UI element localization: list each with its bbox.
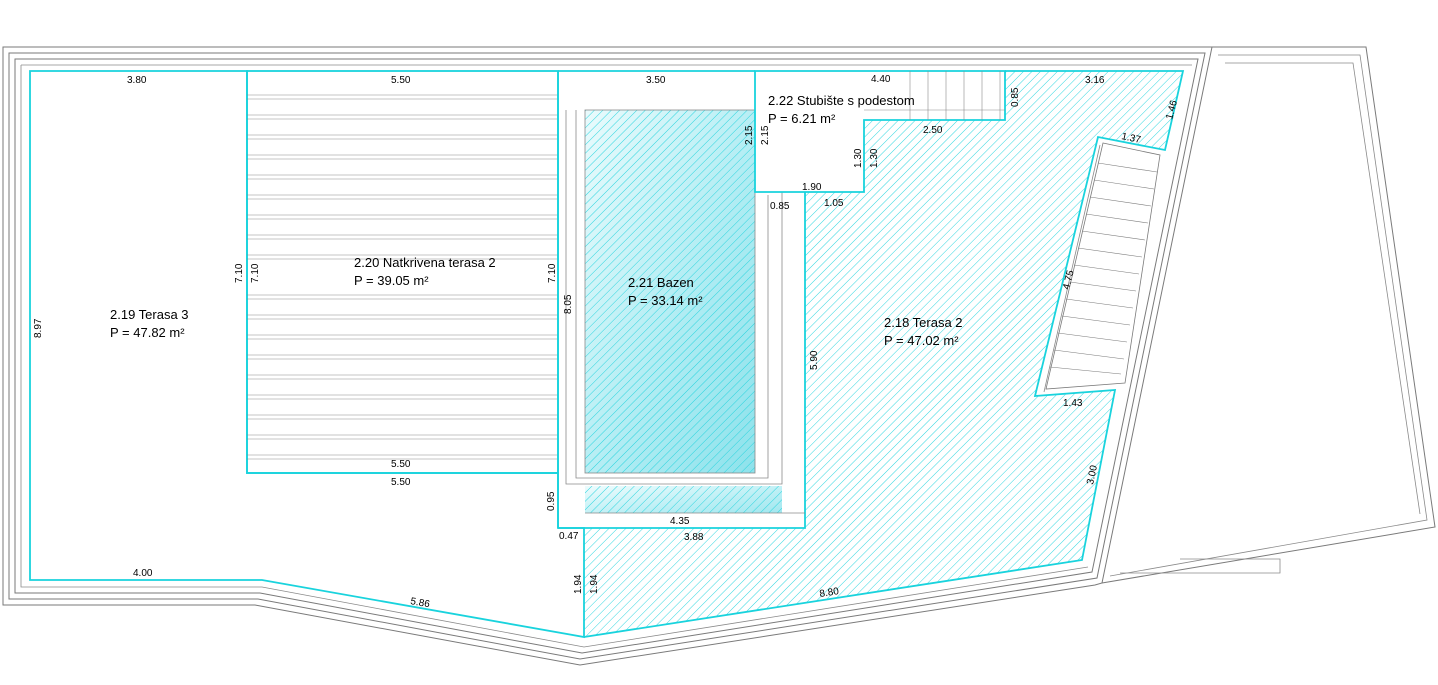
dim-top-350: 3.50 (646, 75, 666, 86)
dim-stair-250: 2.50 (923, 125, 943, 136)
right-staircase (1045, 142, 1161, 390)
dim-cov-550b: 5.50 (391, 459, 411, 470)
terasa-2-area: P = 47.02 m² (884, 333, 959, 348)
dim-stair-215b: 2.15 (760, 125, 771, 145)
dim-pool-388: 3.88 (684, 532, 704, 543)
dim-stair-130a: 1.30 (853, 148, 864, 168)
building-outline (2, 46, 1436, 666)
dim-top-380: 3.80 (127, 75, 147, 86)
dim-stair-085: 0.85 (1010, 87, 1021, 107)
room-bazen (565, 109, 805, 514)
room-terasa-2 (557, 70, 1185, 638)
dim-top-550: 5.50 (391, 75, 411, 86)
dim-pool-085: 0.85 (770, 201, 790, 212)
bazen-area: P = 33.14 m² (628, 293, 703, 308)
dim-bot-400: 4.00 (133, 568, 153, 579)
dim-right-143: 1.43 (1063, 398, 1083, 409)
dim-cov-710a: 7.10 (234, 263, 245, 283)
dim-bot-880: 8.80 (819, 586, 840, 600)
dim-cov-710c: 7.10 (547, 263, 558, 283)
dim-left-897: 8.97 (33, 318, 44, 338)
dim-bot-586: 5.86 (409, 596, 431, 610)
dim-top-316: 3.16 (1085, 75, 1105, 86)
bazen-name: 2.21 Bazen (628, 275, 694, 290)
dimension-labels: 3.80 5.50 3.50 4.40 3.16 1.46 1.37 0.85 … (33, 74, 1180, 610)
dim-bot-194b: 1.94 (589, 574, 600, 594)
dim-right-146: 1.46 (1164, 99, 1180, 121)
dim-stair-137: 1.37 (1120, 131, 1142, 146)
terasa-3-name: 2.19 Terasa 3 (110, 307, 189, 322)
dim-bot-194a: 1.94 (573, 574, 584, 594)
dim-pool-105: 1.05 (824, 198, 844, 209)
dim-top-440: 4.40 (871, 74, 891, 85)
dim-pool-095: 0.95 (546, 491, 557, 511)
dim-right-475: 4.75 (1061, 269, 1076, 291)
dim-pool-047: 0.47 (559, 531, 579, 542)
natkrivena-area: P = 39.05 m² (354, 273, 429, 288)
stubiste-area: P = 6.21 m² (768, 111, 836, 126)
dim-right-300: 3.00 (1085, 464, 1100, 486)
dim-pool-590: 5.90 (809, 350, 820, 370)
natkrivena-name: 2.20 Natkrivena terasa 2 (354, 255, 496, 270)
room-natkrivena-terasa-2 (246, 70, 559, 474)
room-labels: 2.19 Terasa 3 P = 47.82 m² 2.20 Natkrive… (110, 93, 963, 348)
dim-pool-435: 4.35 (670, 516, 690, 527)
dim-cov-550c: 5.50 (391, 477, 411, 488)
dim-pool-805: 8.05 (563, 294, 574, 314)
terasa-3-area: P = 47.82 m² (110, 325, 185, 340)
dim-stair-190: 1.90 (802, 182, 822, 193)
stubiste-name: 2.22 Stubište s podestom (768, 93, 915, 108)
dim-stair-130b: 1.30 (869, 148, 880, 168)
dim-stair-215a: 2.15 (744, 125, 755, 145)
room-stubiste (754, 70, 1006, 193)
room-terasa-3 (29, 70, 585, 639)
dim-cov-710b: 7.10 (250, 263, 261, 283)
terasa-2-name: 2.18 Terasa 2 (884, 315, 963, 330)
